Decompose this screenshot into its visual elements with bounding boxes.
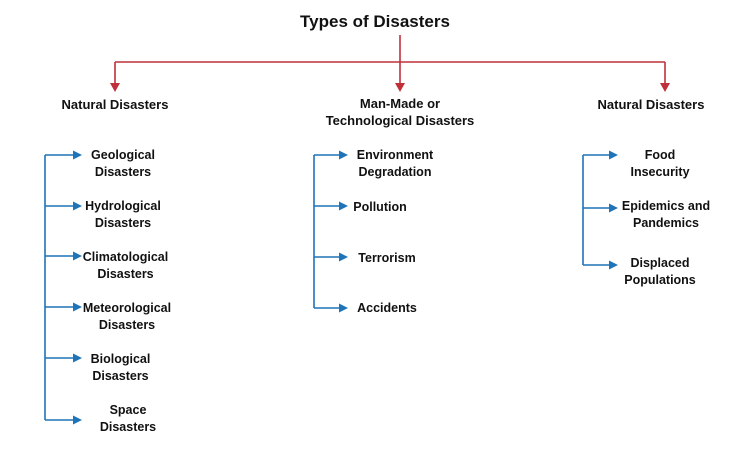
item-food-insecurity: Food Insecurity	[630, 148, 690, 179]
item-biological-disasters: Biological Disasters	[90, 352, 151, 383]
branch-arrow-natural-left-0	[73, 150, 82, 160]
branch-arrow-natural-right-0	[609, 150, 618, 160]
branch-arrow-natural-left-5	[73, 415, 82, 425]
branch-arrow-man-made-3	[339, 303, 348, 313]
branch-arrow-natural-left-2	[73, 251, 82, 261]
item-displaced-populations: Displaced Populations	[624, 256, 696, 287]
item-environment-degradation: Environment Degradation	[356, 148, 434, 179]
item-climatological-disasters: Climatological Disasters	[82, 250, 169, 281]
item-meteorological-disasters: Meteorological Disasters	[82, 301, 172, 332]
item-epidemics-and-pandemics: Epidemics and Pandemics	[621, 199, 711, 230]
drop-arrow-center	[395, 83, 405, 92]
drop-arrow-right	[660, 83, 670, 92]
column-heading-natural-right: Natural Disasters	[597, 97, 705, 112]
item-geological-disasters: Geological Disasters	[91, 148, 155, 179]
item-terrorism: Terrorism	[358, 251, 416, 265]
top-connectors	[110, 35, 670, 92]
drop-arrow-left	[110, 83, 120, 92]
branch-arrow-natural-left-1	[73, 201, 82, 211]
branch-arrow-man-made-0	[339, 150, 348, 160]
diagram-title: Types of Disasters	[300, 12, 450, 31]
column-heading-man-made: Man-Made or Technological Disasters	[325, 96, 475, 128]
branch-arrow-man-made-2	[339, 252, 348, 262]
item-pollution: Pollution	[353, 200, 407, 214]
item-space-disasters: Space Disasters	[99, 403, 157, 434]
branch-arrow-natural-left-3	[73, 302, 82, 312]
branch-arrow-natural-right-2	[609, 260, 618, 270]
branch-arrow-natural-left-4	[73, 353, 82, 363]
branch-connectors	[44, 150, 618, 425]
column-heading-natural-left: Natural Disasters	[61, 97, 169, 112]
branch-arrow-man-made-1	[339, 201, 348, 211]
item-accidents: Accidents	[357, 301, 417, 315]
branch-arrow-natural-right-1	[609, 203, 618, 213]
item-hydrological-disasters: Hydrological Disasters	[85, 199, 161, 230]
